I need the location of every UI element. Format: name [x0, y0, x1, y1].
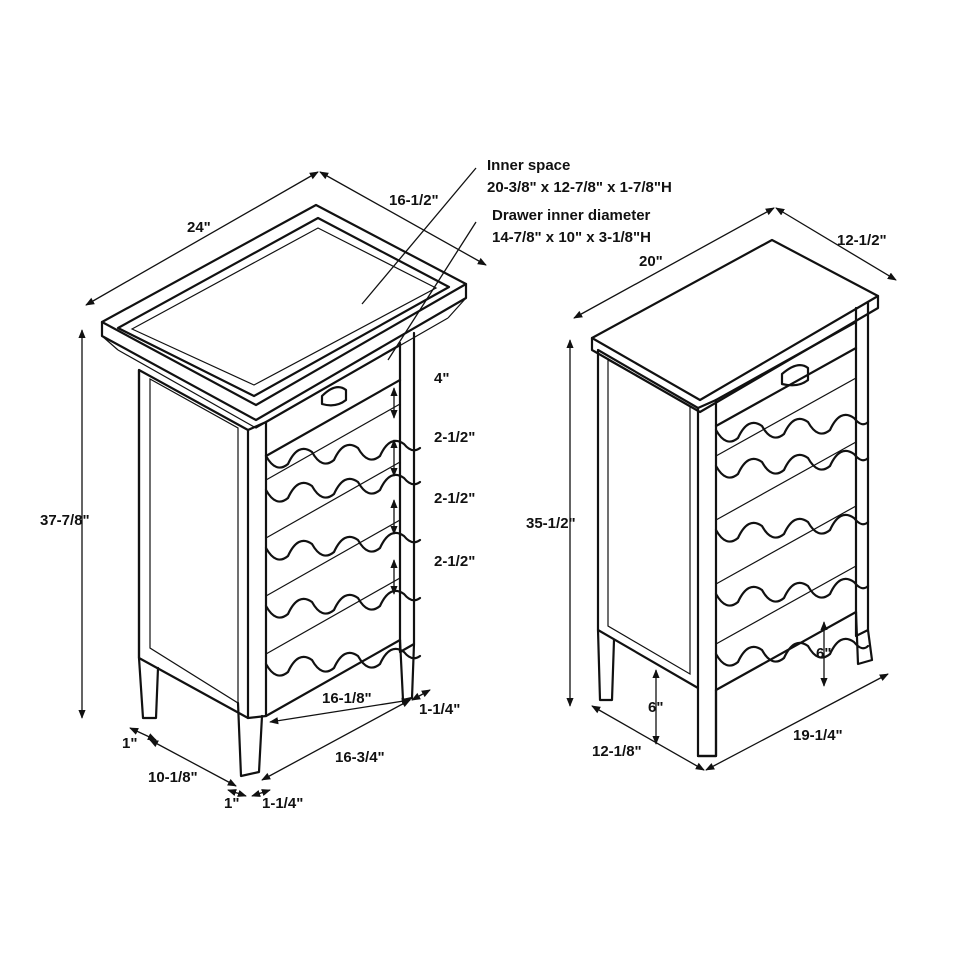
- left-corner-right-label: 1-1/4": [262, 795, 303, 812]
- left-side-leg-inset-label: 1": [122, 735, 137, 752]
- left-top-width-label: 24": [187, 219, 211, 236]
- right-cabinet: 20" 12-1/2" 35-1/2" 6" 6" 12-1/8" 19-1/4…: [526, 207, 897, 771]
- drawer-title: Drawer inner diameter: [492, 207, 651, 224]
- left-corner-left-label: 1": [224, 795, 239, 812]
- right-top-width-label: 20": [639, 253, 663, 270]
- left-gap-3-label: 2-1/2": [434, 553, 475, 570]
- right-height-label: 35-1/2": [526, 515, 576, 532]
- left-gap-1-label: 2-1/2": [434, 429, 475, 446]
- left-dimension-lines: [78, 167, 487, 797]
- left-height-label: 37-7/8": [40, 512, 90, 529]
- left-side-panel: [137, 368, 250, 720]
- drawer-value: 14-7/8" x 10" x 3-1/8"H: [492, 229, 651, 246]
- left-front-frame: [137, 331, 416, 778]
- left-gap-2-label: 2-1/2": [434, 490, 475, 507]
- right-top: [590, 238, 880, 414]
- left-front-width-label: 16-3/4": [335, 749, 385, 766]
- right-side-depth-label: 12-1/8": [592, 743, 642, 760]
- right-wine-rack: [714, 377, 870, 667]
- left-tray-top: [100, 203, 468, 429]
- left-cabinet: 24" 16-1/2" 37-7/8" Inner space 20-3/8" …: [40, 157, 672, 812]
- right-top-depth-label: 12-1/2": [837, 232, 887, 249]
- inner-space-value: 20-3/8" x 12-7/8" x 1-7/8"H: [487, 179, 672, 196]
- right-side-panel: [596, 348, 700, 690]
- right-front-width-label: 19-1/4": [793, 727, 843, 744]
- left-wine-rack: [264, 403, 422, 677]
- left-side-depth-label: 10-1/8": [148, 769, 198, 786]
- right-leg-height-front-label: 6": [816, 645, 831, 662]
- left-top-depth-label: 16-1/2": [389, 192, 439, 209]
- left-gap-top-label: 4": [434, 370, 449, 387]
- left-inner-front-width-label: 16-1/8": [322, 690, 372, 707]
- left-front-leg-offset-label: 1-1/4": [419, 701, 460, 718]
- right-leg-height-side-label: 6": [648, 699, 663, 716]
- inner-space-title: Inner space: [487, 157, 570, 174]
- right-dimension-lines: [566, 207, 897, 771]
